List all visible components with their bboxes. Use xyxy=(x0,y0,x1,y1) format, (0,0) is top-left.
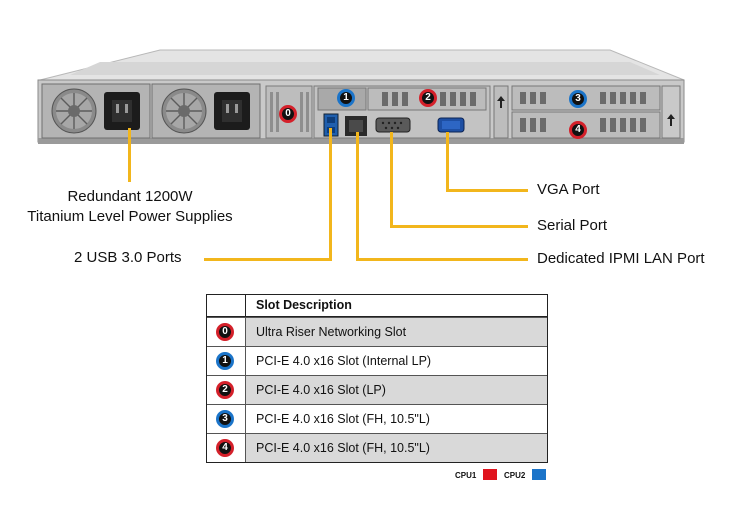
power-supplies-label-line1: Redundant 1200W xyxy=(67,188,193,205)
callout-line-usb-h xyxy=(204,258,332,261)
slot-badge: 3 xyxy=(216,410,234,428)
server-chassis-rear-view xyxy=(37,49,685,144)
vga-port-label: VGA Port xyxy=(537,181,600,198)
callout-line-vga-h xyxy=(446,189,528,192)
power-supplies-label-line2: Titanium Level Power Supplies xyxy=(27,208,233,225)
table-row-desc: PCI-E 4.0 x16 Slot (FH, 10.5"L) xyxy=(256,412,430,426)
table-row-desc: Ultra Riser Networking Slot xyxy=(246,318,547,346)
callout-line-power xyxy=(128,128,131,182)
slot-badge: 4 xyxy=(216,439,234,457)
callout-line-vga-v xyxy=(446,132,449,192)
serial-port xyxy=(375,117,411,133)
slot-badge: 0 xyxy=(216,323,234,341)
slot-description-table: Slot Description 0 Ultra Riser Networkin… xyxy=(206,294,548,463)
legend-cpu2-swatch xyxy=(532,469,546,480)
table-header-num-cell xyxy=(207,295,246,316)
callout-line-serial-h xyxy=(390,225,528,228)
table-row: 1 PCI-E 4.0 x16 Slot (Internal LP) xyxy=(207,346,547,375)
chassis-slot-2-badge: 2 xyxy=(419,89,437,107)
callout-line-ipmi-v xyxy=(356,132,359,261)
table-row: 2 PCI-E 4.0 x16 Slot (LP) xyxy=(207,375,547,404)
power-supply-2 xyxy=(151,83,261,139)
chassis-slot-1-badge: 1 xyxy=(337,89,355,107)
chassis-slot-0-badge: 0 xyxy=(279,105,297,123)
power-supply-1 xyxy=(41,83,151,139)
table-header-row: Slot Description xyxy=(207,295,547,317)
table-row-desc: PCI-E 4.0 x16 Slot (FH, 10.5"L) xyxy=(246,434,547,462)
serial-port-label: Serial Port xyxy=(537,217,608,234)
table-header-label: Slot Description xyxy=(256,298,352,312)
legend-cpu2-label: CPU2 xyxy=(504,471,526,480)
table-row-num-cell: 1 xyxy=(207,347,246,375)
slot-badge: 2 xyxy=(216,381,234,399)
table-row-num-cell: 4 xyxy=(207,434,246,462)
table-row-desc: PCI-E 4.0 x16 Slot (LP) xyxy=(246,376,547,404)
table-row: 0 Ultra Riser Networking Slot xyxy=(207,317,547,346)
power-supplies-label: Redundant 1200W Titanium Level Power Sup… xyxy=(10,187,250,227)
table-row-desc: PCI-E 4.0 x16 Slot (Internal LP) xyxy=(256,354,432,368)
legend-cpu1-label: CPU1 xyxy=(455,471,477,480)
table-row-num-cell: 0 xyxy=(207,318,246,346)
table-row-num-cell: 2 xyxy=(207,376,246,404)
legend-cpu1-swatch xyxy=(483,469,497,480)
callout-line-ipmi-h xyxy=(356,258,528,261)
callout-line-usb-v xyxy=(329,128,332,261)
callout-line-serial-v xyxy=(390,132,393,228)
table-row: 4 PCI-E 4.0 x16 Slot (FH, 10.5"L) xyxy=(207,433,547,462)
chassis-slot-4-badge: 4 xyxy=(569,121,587,139)
table-row-num-cell: 3 xyxy=(207,405,246,433)
ipmi-lan-port-label: Dedicated IPMI LAN Port xyxy=(537,250,705,267)
table-row: 3 PCI-E 4.0 x16 Slot (FH, 10.5"L) xyxy=(207,404,547,433)
slot-badge: 1 xyxy=(216,352,234,370)
chassis-slot-3-badge: 3 xyxy=(569,90,587,108)
usb-ports-label: 2 USB 3.0 Ports xyxy=(74,249,182,266)
